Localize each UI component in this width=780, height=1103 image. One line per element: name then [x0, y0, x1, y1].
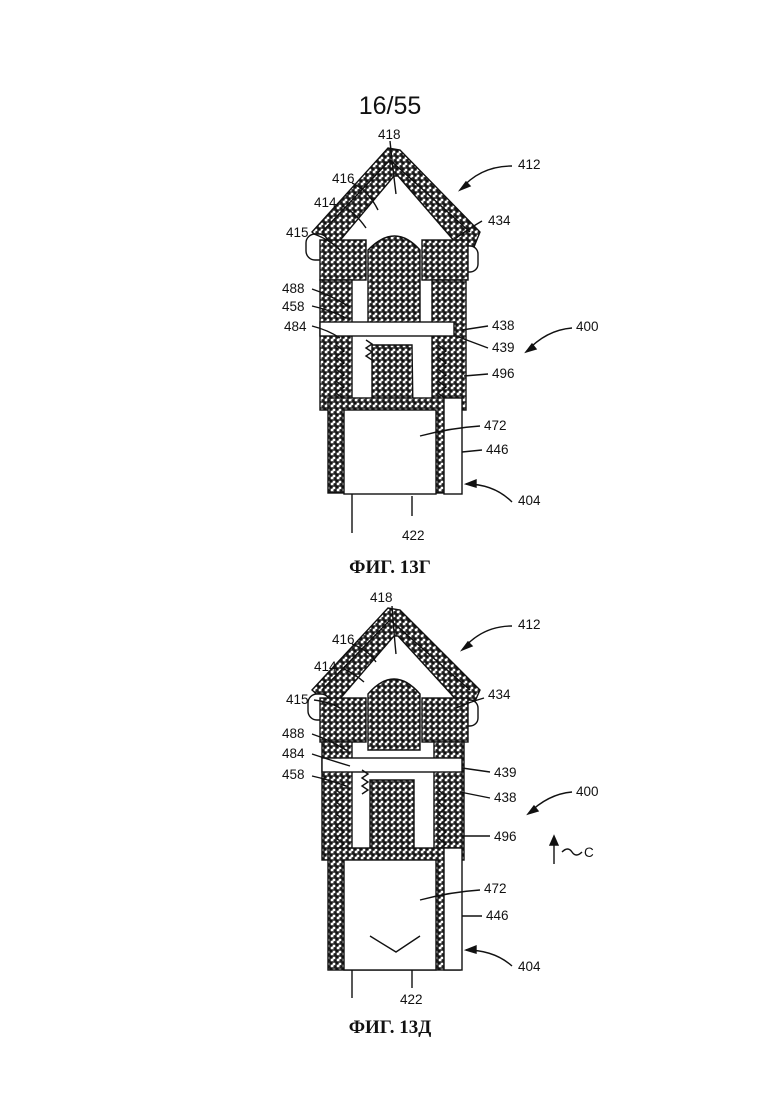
label-446: 446	[486, 443, 509, 457]
label-446: 446	[486, 909, 509, 923]
label-416: 416	[332, 633, 355, 647]
cross-pin	[320, 322, 454, 336]
label-c: C	[584, 846, 594, 860]
small-spring	[362, 770, 368, 794]
body-right-wall	[432, 280, 466, 410]
upper-housing-left	[320, 698, 366, 742]
plunger	[368, 679, 420, 750]
label-415: 415	[286, 693, 309, 707]
label-488: 488	[282, 727, 305, 741]
label-404: 404	[518, 494, 541, 508]
label-458: 458	[282, 768, 305, 782]
label-416: 416	[332, 172, 355, 186]
small-spring	[366, 340, 372, 360]
label-418: 418	[370, 591, 393, 605]
figure-13g-drawing	[0, 0, 780, 560]
label-438: 438	[492, 319, 515, 333]
label-422: 422	[402, 529, 425, 543]
label-400: 400	[576, 785, 599, 799]
lower-sleeve	[344, 410, 436, 494]
label-438: 438	[494, 791, 517, 805]
label-412: 412	[518, 618, 541, 632]
label-418: 418	[378, 128, 401, 142]
cross-pin	[322, 758, 462, 772]
label-404: 404	[518, 960, 541, 974]
outer-sleeve	[444, 848, 462, 970]
label-434: 434	[488, 688, 511, 702]
figure-13d-drawing	[0, 590, 780, 1050]
label-434: 434	[488, 214, 511, 228]
label-422: 422	[400, 993, 423, 1007]
label-484: 484	[284, 320, 307, 334]
label-472: 472	[484, 419, 507, 433]
label-439: 439	[492, 341, 515, 355]
label-488: 488	[282, 282, 305, 296]
label-439: 439	[494, 766, 517, 780]
label-496: 496	[492, 367, 515, 381]
upper-housing-right	[422, 698, 468, 742]
figure-13g-caption: ФИГ. 13Г	[0, 557, 780, 579]
outer-sleeve	[444, 398, 462, 494]
label-415: 415	[286, 226, 309, 240]
label-412: 412	[518, 158, 541, 172]
lower-sleeve	[344, 860, 436, 970]
label-414: 414	[314, 196, 337, 210]
label-484: 484	[282, 747, 305, 761]
label-414: 414	[314, 660, 337, 674]
upper-housing-right	[422, 240, 468, 280]
label-400: 400	[576, 320, 599, 334]
label-496: 496	[494, 830, 517, 844]
label-472: 472	[484, 882, 507, 896]
label-458: 458	[282, 300, 305, 314]
plunger	[368, 236, 420, 330]
figure-13d-caption: ФИГ. 13Д	[0, 1017, 780, 1039]
upper-housing-left	[320, 240, 366, 280]
